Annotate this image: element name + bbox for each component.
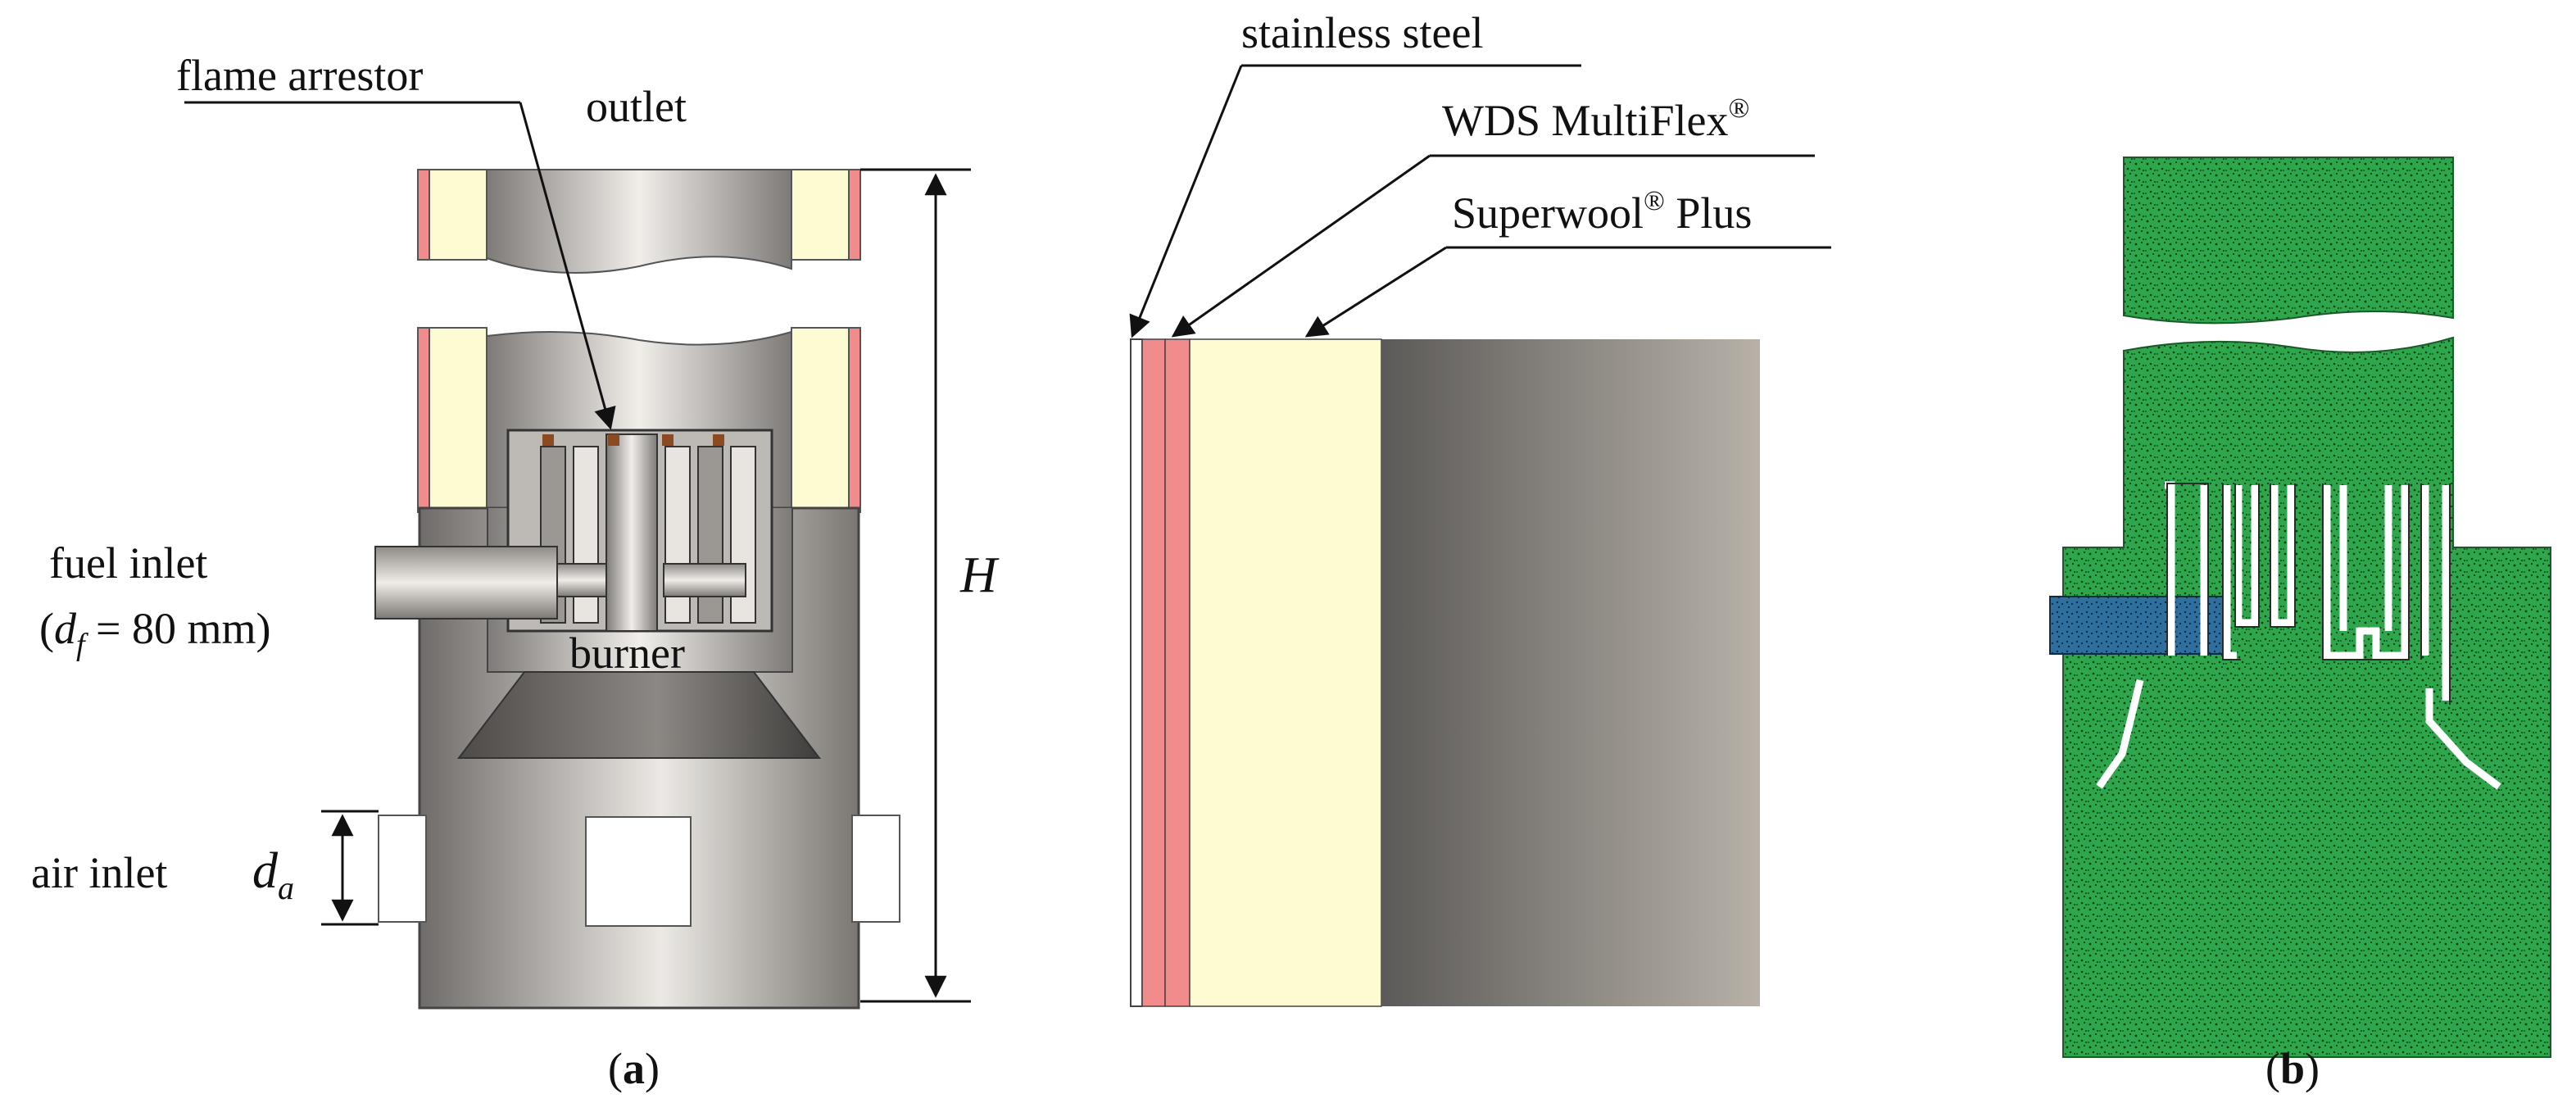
- outlet-label: outlet: [586, 82, 687, 131]
- air-inlet-label: air inlet: [31, 848, 167, 897]
- fuel-inlet-pipe: [374, 546, 558, 620]
- fuel-inlet-label: fuel inlet: [49, 538, 207, 588]
- superwool-plus-layer: [1189, 338, 1382, 1007]
- outlet-section-top: [417, 169, 861, 274]
- mesh-fuel-inlet: [2049, 596, 2228, 655]
- air-inlet-front: [585, 816, 692, 927]
- mesh-burner-walls: [2096, 481, 2501, 790]
- mesh-outlet-top: [2123, 157, 2454, 325]
- panel-b-mesh: (b): [2049, 157, 2551, 1093]
- panel-a-caption: (a): [608, 1044, 660, 1093]
- air-inlet-diameter: da: [252, 843, 294, 906]
- height-dimension: [860, 168, 971, 1003]
- wds-multiflex-layer: [1141, 338, 1166, 1007]
- burner-cone: [456, 671, 822, 759]
- superwool-plus-label: Superwool® Plus: [1452, 186, 1752, 238]
- burner-assembly: [506, 429, 773, 633]
- burner-label: burner: [569, 629, 685, 678]
- height-label: H: [959, 547, 1000, 603]
- fuel-inlet-diameter: (df = 80 mm): [39, 604, 271, 662]
- air-inlet-left: [378, 815, 427, 923]
- wds-multiflex-label: WDS MultiFlex®: [1442, 93, 1749, 145]
- wds-multiflex-layer-2: [1164, 338, 1190, 1007]
- panel-b-caption: (b): [2265, 1044, 2320, 1093]
- interior-slab: [1381, 339, 1760, 1006]
- stainless-steel-layer: [1130, 338, 1143, 1007]
- wall-layer-detail: stainless steel WDS MultiFlex® Superwool…: [1129, 8, 1831, 1007]
- air-inlet-dimension: [321, 810, 379, 926]
- air-inlet-right: [851, 815, 900, 923]
- flame-arrestor-arrow: [519, 102, 616, 430]
- mesh-burner-wall-outlines: [2166, 483, 2451, 705]
- stainless-steel-label: stainless steel: [1241, 8, 1483, 57]
- panel-a-furnace: flame arrestor outlet fuel inlet (df = 8…: [31, 51, 1000, 1093]
- flame-arrestor-label: flame arrestor: [176, 51, 423, 100]
